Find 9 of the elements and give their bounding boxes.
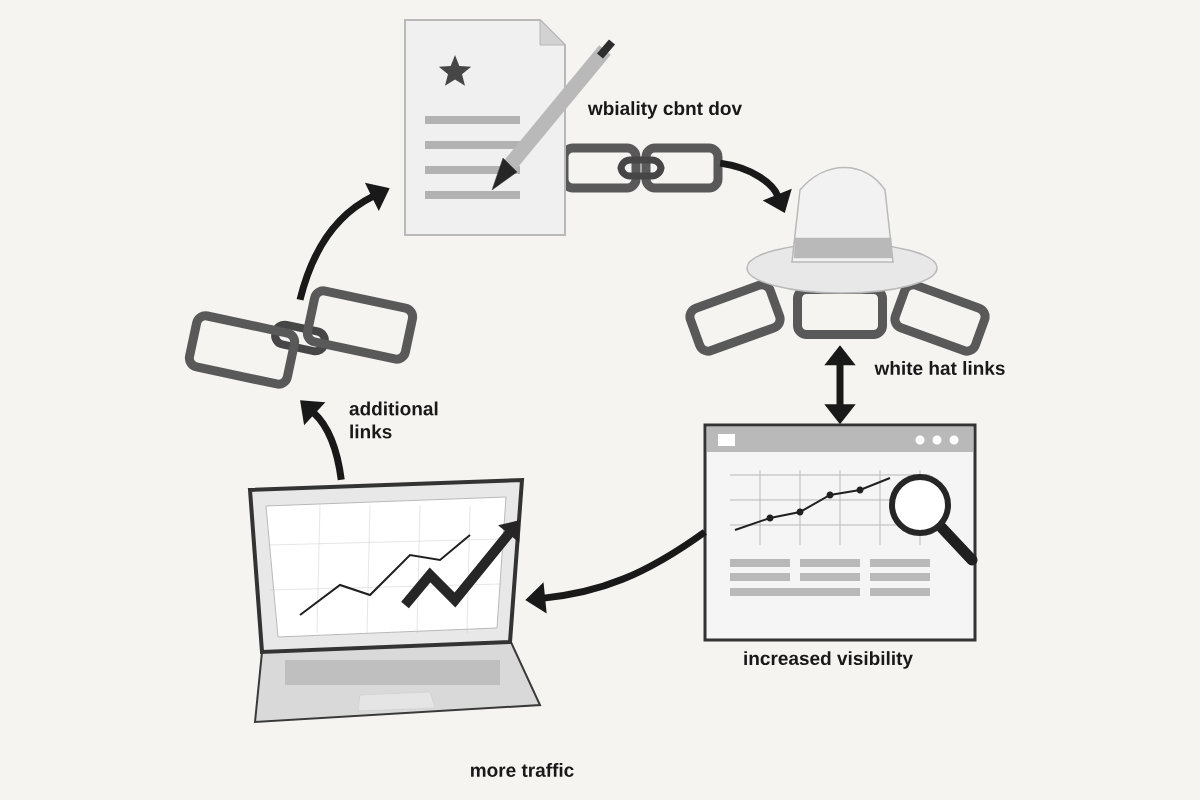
caption-text: more traffic: [471, 763, 574, 777]
caption-text: white hat links: [874, 361, 1005, 375]
browser-drawing: [703, 423, 978, 642]
caption-text: wbiality cbnt dov: [587, 101, 742, 119]
arrow: [300, 400, 345, 481]
caption-text: additional links: [349, 401, 438, 439]
hat-drawing: [685, 166, 990, 356]
caption-text: increased visibility: [744, 651, 913, 669]
chain-drawing: [184, 286, 418, 389]
